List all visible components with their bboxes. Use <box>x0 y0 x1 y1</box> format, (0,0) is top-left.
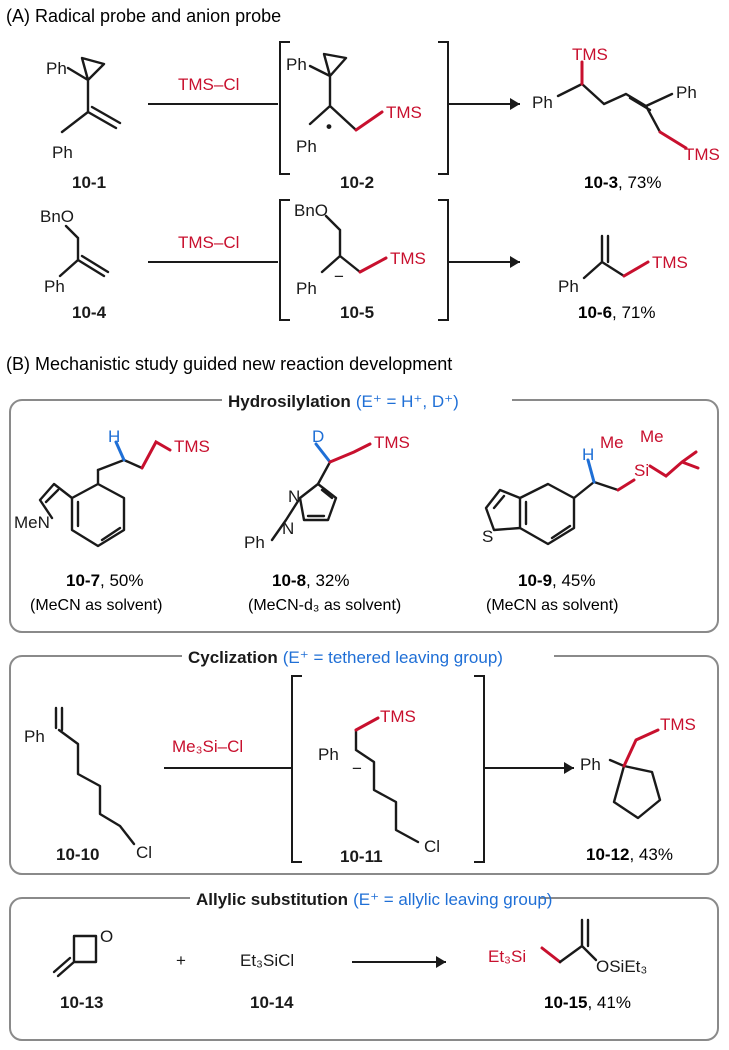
intermediate-10-2: Ph Ph • TMS 10-2 <box>279 41 449 192</box>
ph-label: Ph <box>244 533 265 552</box>
ph-label: Ph <box>52 143 73 162</box>
compound-label: 10-13 <box>60 993 103 1012</box>
solvent-note: (MeCN as solvent) <box>486 597 618 614</box>
plus-sign: + <box>176 951 186 970</box>
n-label: N <box>288 487 300 506</box>
yield-text: 10-15, 41% <box>544 993 631 1012</box>
compound-10-3: Ph TMS Ph TMS 10-3, 73% <box>532 45 720 192</box>
yield-text: 10-12, 43% <box>586 845 673 864</box>
compound-10-10: Ph Cl 10-10 <box>24 706 152 864</box>
h-label: H <box>582 445 594 464</box>
ph-label: Ph <box>580 755 601 774</box>
compound-10-13: O 10-13 <box>52 927 113 1012</box>
radical-dot: • <box>326 117 332 136</box>
allylic-header: Allylic substitution(E⁺ = allylic leavin… <box>196 890 552 909</box>
reagent-label: TMS–Cl <box>178 75 239 94</box>
tms-label: TMS <box>572 45 608 64</box>
panel-header-bg <box>190 888 540 910</box>
yield-value: , 73% <box>618 173 661 192</box>
ph-label: Ph <box>532 93 553 112</box>
yield-text: 10-3, 73% <box>584 173 662 192</box>
compound-label: 10-3 <box>584 173 618 192</box>
compound-label: 10-14 <box>250 993 294 1012</box>
panel-header-bg <box>222 390 512 412</box>
intermediate-10-5: BnO Ph − TMS 10-5 <box>279 199 449 322</box>
arrow-head <box>510 98 520 110</box>
ph-label: Ph <box>46 59 67 78</box>
n-label: N <box>282 519 294 538</box>
cl-label: Cl <box>136 843 152 862</box>
yield-text: 10-8, 32% <box>272 571 350 590</box>
compound-10-4: BnO Ph 10-4 <box>40 207 110 322</box>
tms-label: TMS <box>390 249 426 268</box>
panel-header-bg <box>182 646 554 668</box>
tms-label: TMS <box>380 707 416 726</box>
compound-10-15: Et₃Si OSiEt₃ 10-15, 41% <box>488 918 647 1012</box>
osiet3-label: OSiEt₃ <box>596 957 647 976</box>
section-b-title: (B) Mechanistic study guided new reactio… <box>6 354 452 374</box>
cyclization-panel <box>9 655 719 875</box>
tms-label: TMS <box>652 253 688 272</box>
tms-label: TMS <box>174 437 210 456</box>
tms-label: TMS <box>374 433 410 452</box>
compound-10-9: H Me Me Si S 10-9, 45% (MeCN as solvent) <box>482 427 700 614</box>
yield-value: , 71% <box>612 303 655 322</box>
compound-10-14: Et₃SiCl 10-14 <box>240 951 294 1012</box>
arrow-head <box>436 956 446 968</box>
compound-label: 10-6 <box>578 303 612 322</box>
yield-text: 10-6, 71% <box>578 303 656 322</box>
arrow-head <box>510 256 520 268</box>
ph-label: Ph <box>558 277 579 296</box>
compound-label: 10-5 <box>340 303 374 322</box>
yield-text: 10-7, 50% <box>66 571 144 590</box>
reagent-label: Me₃Si–Cl <box>172 737 243 756</box>
ph-label: Ph <box>296 137 317 156</box>
ph-label: Ph <box>676 83 697 102</box>
men-label: MeN <box>14 513 50 532</box>
anion-charge: − <box>352 759 362 778</box>
bno-label: BnO <box>40 207 74 226</box>
compound-label: 10-1 <box>72 173 106 192</box>
solvent-note: (MeCN as solvent) <box>30 597 162 614</box>
si-label: Si <box>634 461 649 480</box>
solvent-note: (MeCN-d₃ as solvent) <box>248 597 401 614</box>
anion-charge: − <box>334 267 344 286</box>
cl-label: Cl <box>424 837 440 856</box>
reagent-formula: Et₃SiCl <box>240 951 294 970</box>
tms-label: TMS <box>386 103 422 122</box>
me-label: Me <box>600 433 624 452</box>
intermediate-10-11: Ph − TMS Cl 10-11 <box>291 675 485 866</box>
me-label: Me <box>640 427 664 446</box>
yield-text: 10-9, 45% <box>518 571 596 590</box>
s-label: S <box>482 527 493 546</box>
h-label: H <box>108 427 120 446</box>
bno-label: BnO <box>294 201 328 220</box>
reagent-label: TMS–Cl <box>178 233 239 252</box>
ph-label: Ph <box>286 55 307 74</box>
compound-label: 10-2 <box>340 173 374 192</box>
compound-10-8: D TMS N N Ph 10-8, 32% (MeCN-d₃ as solve… <box>244 427 410 614</box>
tms-label: TMS <box>660 715 696 734</box>
compound-10-12: Ph TMS 10-12, 43% <box>580 715 696 864</box>
compound-label: 10-4 <box>72 303 107 322</box>
o-label: O <box>100 927 113 946</box>
ph-label: Ph <box>296 279 317 298</box>
tms-label: TMS <box>684 145 720 164</box>
compound-label: 10-11 <box>340 847 383 866</box>
compound-10-6: Ph TMS 10-6, 71% <box>558 234 688 322</box>
et3si-label: Et₃Si <box>488 947 526 966</box>
cyclization-header: Cyclization(E⁺ = tethered leaving group) <box>188 648 503 667</box>
compound-10-1: Ph Ph 10-1 <box>46 56 122 192</box>
ph-label: Ph <box>24 727 45 746</box>
ph-label: Ph <box>44 277 65 296</box>
hydrosilylation-header: Hydrosilylation(E⁺ = H⁺, D⁺) <box>228 392 459 411</box>
section-a-title: (A) Radical probe and anion probe <box>6 6 281 26</box>
compound-label: 10-10 <box>56 845 99 864</box>
arrow-head <box>564 762 574 774</box>
ph-label: Ph <box>318 745 339 764</box>
d-label: D <box>312 427 324 446</box>
compound-10-7: H TMS MeN 10-7, 50% (MeCN as solvent) <box>14 427 210 614</box>
